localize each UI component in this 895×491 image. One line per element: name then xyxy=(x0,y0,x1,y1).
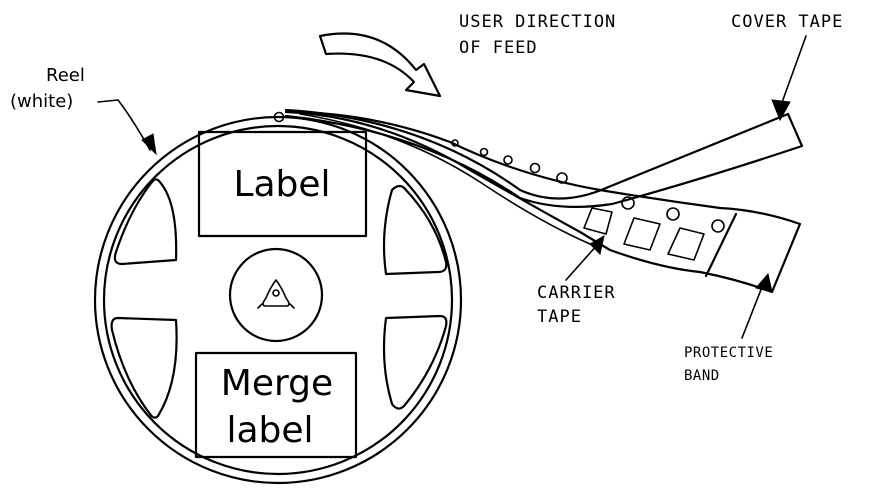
cover-tape-arrowhead xyxy=(771,99,791,122)
reel-label-line1: Reel xyxy=(46,65,85,86)
reel-inner-rim xyxy=(102,124,454,476)
reel-window-right-top xyxy=(382,184,448,276)
protective-band-divider xyxy=(704,212,738,278)
user-direction-line2: OF FEED xyxy=(459,38,538,58)
protective-band-leader xyxy=(741,281,765,339)
reel-window-right-bottom xyxy=(382,314,448,410)
label-box xyxy=(197,130,368,238)
carrier-tape-leader xyxy=(565,243,599,281)
reel-hub xyxy=(228,247,324,343)
carrier-tape-arrowhead xyxy=(589,235,605,255)
reel-outer-rim xyxy=(93,115,463,485)
reel-label-line2: (white) xyxy=(10,91,73,112)
carrier-tape-edge xyxy=(299,113,591,245)
carrier-pockets xyxy=(583,207,705,261)
reel-window-left-top xyxy=(113,178,178,266)
carrier-tape-label-line1: CARRIER xyxy=(537,283,616,303)
reel-window-left-bottom xyxy=(110,316,178,419)
curved-arrow-icon xyxy=(318,32,442,98)
carrier-tape-band xyxy=(284,110,802,294)
reel-callout-arrowhead xyxy=(141,133,157,156)
user-direction-line1: USER DIRECTION xyxy=(459,12,616,32)
sprocket-holes xyxy=(451,139,725,233)
merge-label-text-line2: label xyxy=(226,410,313,451)
protective-band-label-line1: PROTECTIVE xyxy=(684,345,773,361)
merge-label-box xyxy=(194,351,358,459)
carrier-tape-label-line2: TAPE xyxy=(537,307,582,327)
cover-tape-label: COVER TAPE xyxy=(731,12,843,32)
reel-callout-leader xyxy=(97,99,151,151)
reel-top-hole xyxy=(273,111,285,123)
protective-band-label-line2: BAND xyxy=(684,368,720,384)
triangle-hub-icon xyxy=(257,279,295,309)
merge-label-text-line1: Merge xyxy=(221,363,333,404)
cover-tape-band xyxy=(284,108,804,208)
cover-tape-leader xyxy=(779,35,807,109)
protective-band-arrowhead xyxy=(755,272,773,293)
label-box-text: Label xyxy=(233,164,330,205)
